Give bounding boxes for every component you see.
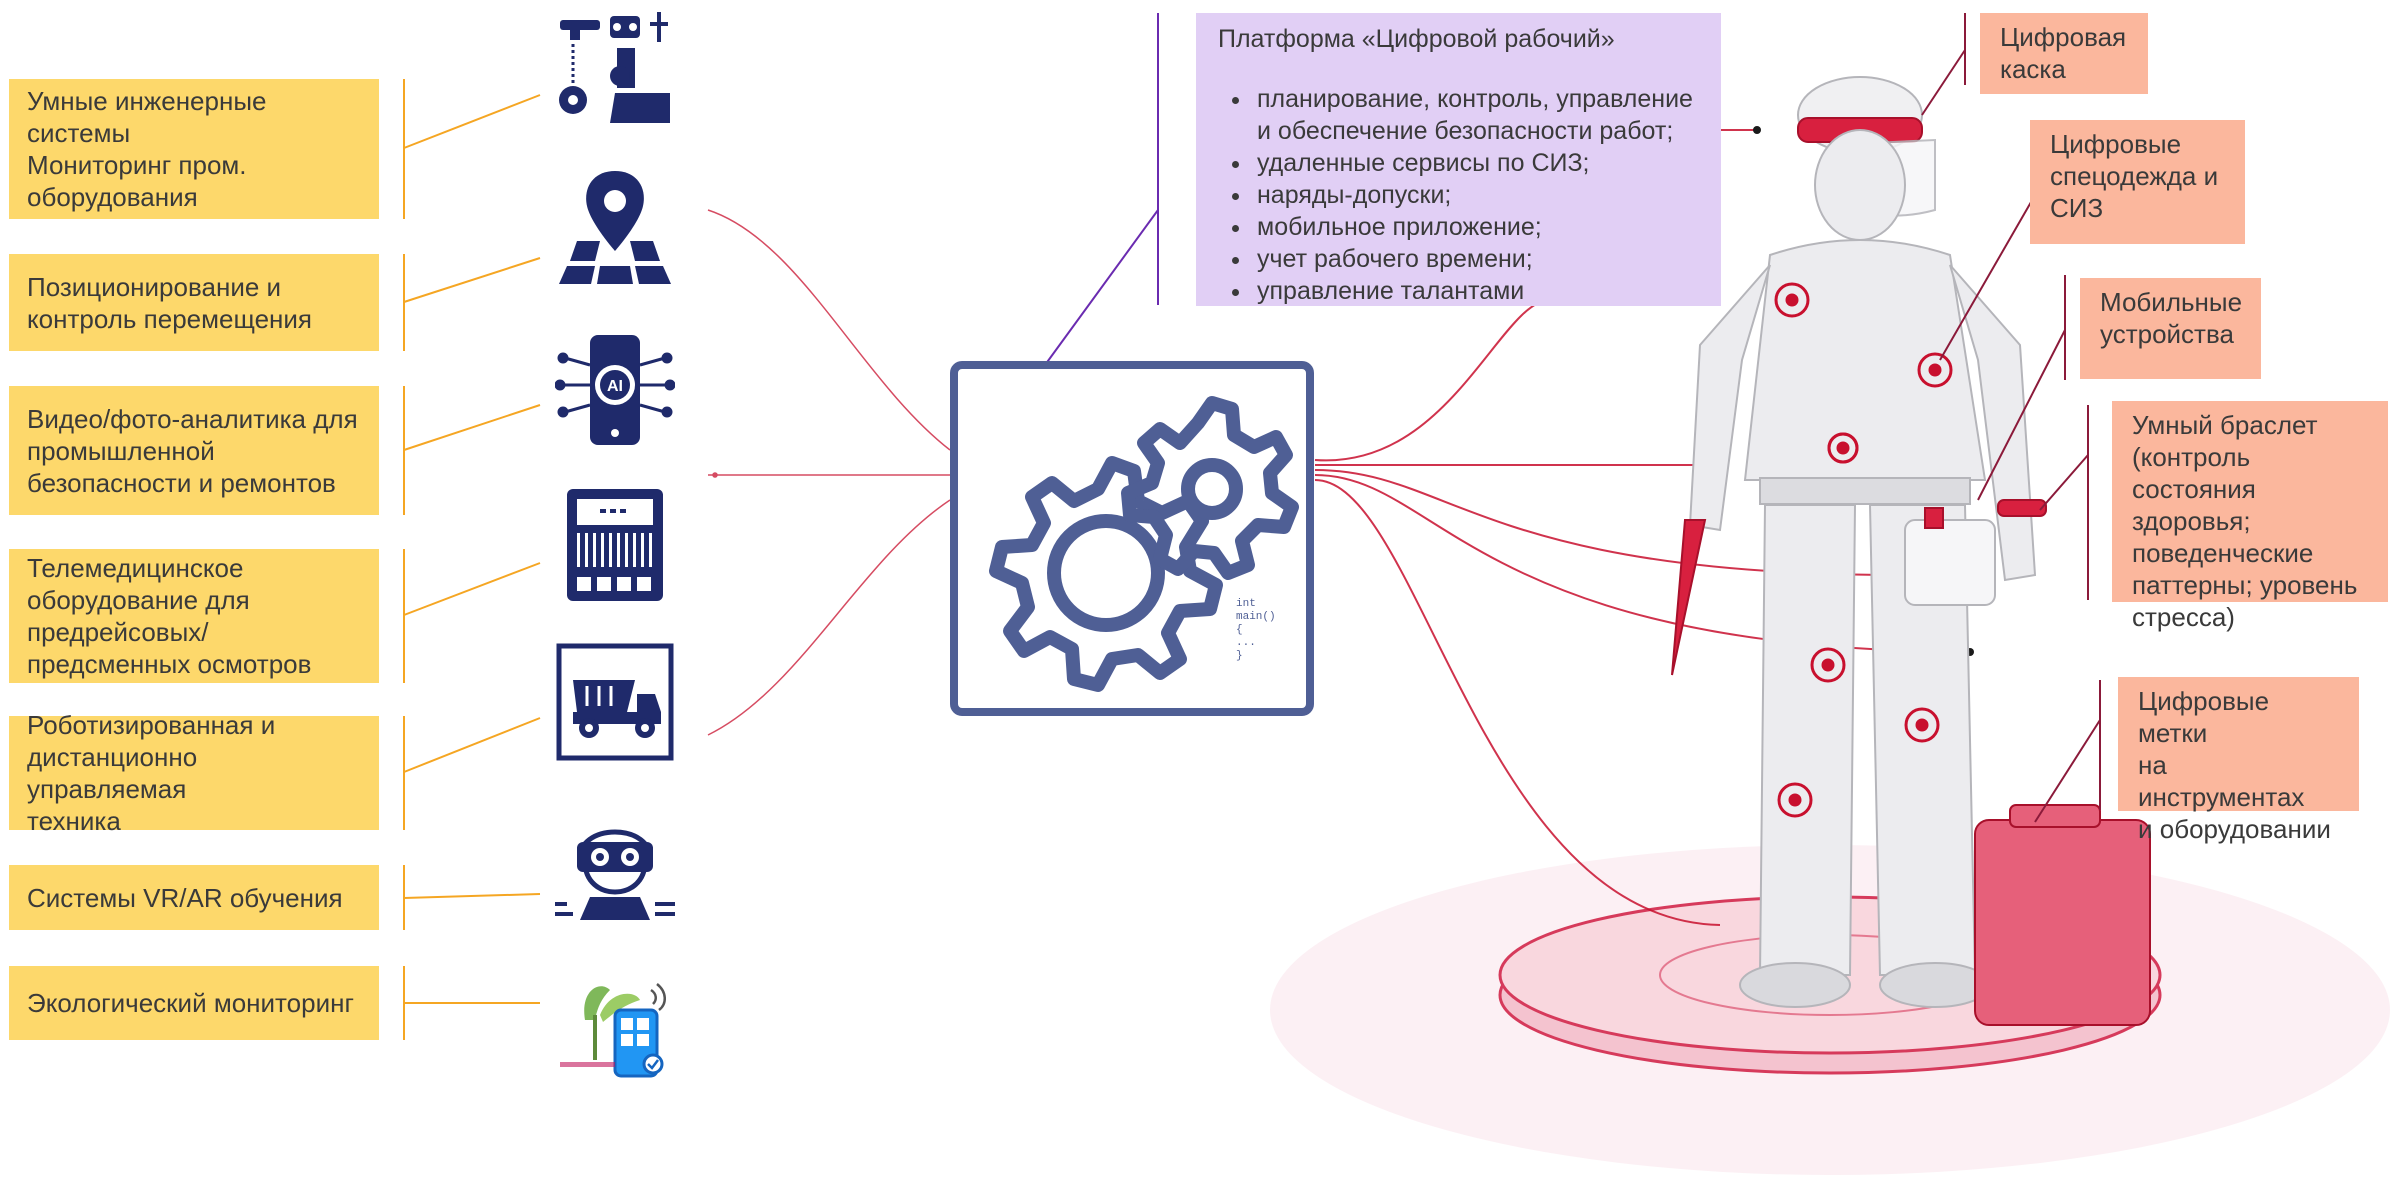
- category-label: Роботизированная и дистанционно управляе…: [27, 710, 276, 836]
- platform-feature: удаленные сервисы по СИЗ;: [1253, 147, 1699, 179]
- platform-feature: планирование, контроль, управление и обе…: [1253, 83, 1699, 147]
- platform-feature: управление талантами: [1253, 275, 1699, 307]
- dump-truck-icon: [555, 642, 675, 762]
- svg-text:AI: AI: [607, 378, 623, 395]
- ai-phone-icon: AI: [554, 330, 676, 450]
- category-label: Системы VR/AR обучения: [27, 882, 343, 913]
- category-label: Позиционирование и контроль перемещения: [27, 271, 312, 334]
- medical-device-icon: [555, 485, 675, 605]
- callout-label: Цифровые метки на инструментах и оборудо…: [2138, 686, 2331, 844]
- category-box-robotic-machinery: Роботизированная и дистанционно управляе…: [9, 710, 379, 836]
- callout-label: Мобильные устройства: [2100, 287, 2243, 349]
- category-box-engineering: Умные инженерные системы Мониторинг пром…: [9, 79, 379, 219]
- category-box-video-analytics: Видео/фото-аналитика для промышленной бе…: [9, 386, 379, 515]
- callout-label: Умный браслет (контроль состояния здоров…: [2132, 410, 2358, 632]
- connector-bar: [403, 716, 405, 830]
- platform-title: Платформа «Цифровой рабочий»: [1218, 25, 1615, 53]
- callout-label: Цифровые спецодежда и СИЗ: [2050, 129, 2219, 223]
- category-label: Видео/фото-аналитика для промышленной бе…: [27, 403, 358, 498]
- platform-feature: наряды-допуски;: [1253, 179, 1699, 211]
- callout-label: Цифровая каска: [2000, 22, 2127, 84]
- callout-mobile-devices: Мобильные устройства: [2080, 278, 2261, 379]
- category-box-telemedicine: Телемедицинское оборудование для предрей…: [9, 549, 379, 683]
- connector-bar: [403, 254, 405, 351]
- category-label: Умные инженерные системы Мониторинг пром…: [27, 86, 267, 212]
- sensor-markers: [1774, 282, 1953, 818]
- platform-description-box: Платформа «Цифровой рабочий» планировани…: [1196, 13, 1721, 306]
- eco-monitor-icon: [555, 960, 675, 1080]
- platform-feature: учет рабочего времени;: [1253, 243, 1699, 275]
- connector-bar: [403, 386, 405, 515]
- connector-bar: [403, 79, 405, 219]
- data-flow-lines-left: [707, 209, 951, 736]
- orange-connectors: [403, 94, 541, 1004]
- platform-connector: [1044, 209, 1159, 366]
- worker-figure: [1671, 76, 2151, 1026]
- category-box-vr-ar: Системы VR/AR обучения: [9, 865, 379, 930]
- callout-digital-workwear: Цифровые спецодежда и СИЗ: [2030, 120, 2245, 244]
- category-box-positioning: Позиционирование и контроль перемещения: [9, 254, 379, 351]
- category-box-eco-monitoring: Экологический мониторинг: [9, 966, 379, 1040]
- robot-arm-icon: [555, 8, 675, 128]
- platform-feature: мобильное приложение;: [1253, 211, 1699, 243]
- category-label: Экологический мониторинг: [27, 988, 354, 1018]
- connector-bar: [403, 549, 405, 683]
- callout-digital-tags: Цифровые метки на инструментах и оборудо…: [2118, 677, 2359, 844]
- vr-headset-icon: [555, 802, 675, 922]
- category-label: Телемедицинское оборудование для предрей…: [27, 553, 312, 679]
- callout-digital-helmet: Цифровая каска: [1980, 13, 2148, 94]
- callout-smart-bracelet: Умный браслет (контроль состояния здоров…: [2112, 401, 2388, 632]
- platform-features-list: планирование, контроль, управление и обе…: [1218, 83, 1699, 307]
- map-pin-icon: [555, 166, 675, 286]
